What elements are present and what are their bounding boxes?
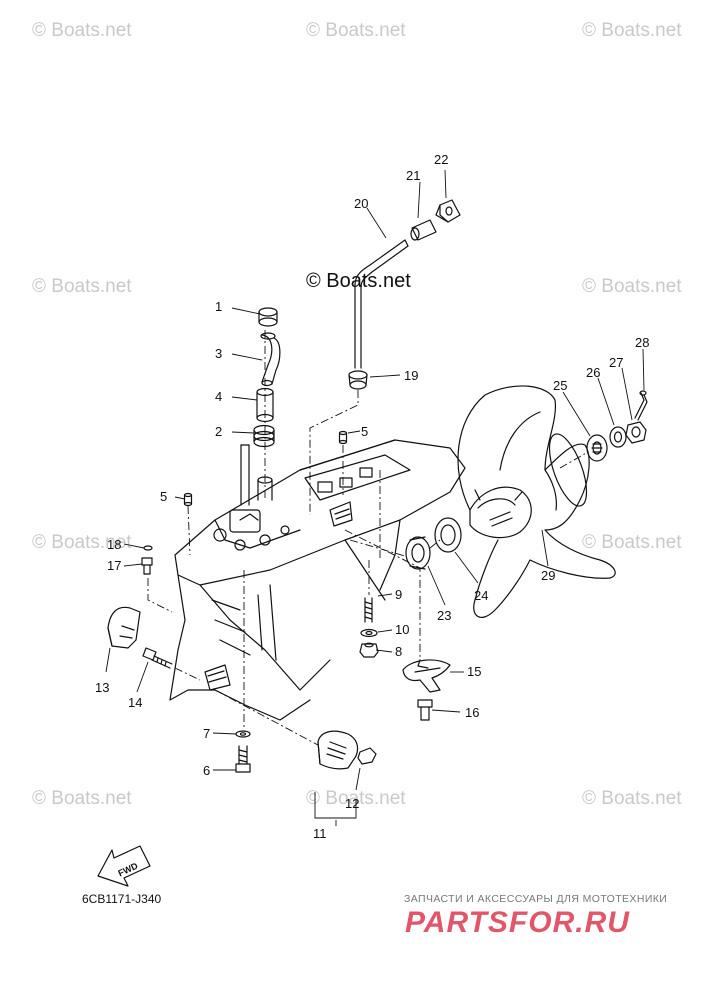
promo-tagline: ЗАПЧАСТИ И АКСЕССУАРЫ ДЛЯ МОТОТЕХНИКИ (404, 893, 668, 905)
part-27-nut (625, 421, 647, 444)
fwd-arrow-icon (97, 845, 151, 887)
watermark: © Boats.net (32, 532, 132, 553)
part-23-thrust-washer (405, 536, 431, 570)
part-18-gasket (143, 545, 153, 551)
part-label: 23 (437, 608, 451, 623)
part-14-bolt (142, 647, 173, 669)
part-12-nut (357, 747, 377, 765)
part-label: 5 (160, 489, 167, 504)
part-2-seal (253, 424, 275, 448)
part-label: 4 (215, 389, 222, 404)
watermark: © Boats.net (582, 788, 682, 809)
part-label: 22 (434, 152, 448, 167)
part-number-labels: 1 3 4 2 20 21 22 19 5 5 18 17 13 14 9 10… (95, 152, 649, 878)
part-label: 26 (586, 365, 600, 380)
lower-unit-housing (169, 439, 466, 721)
part-label: 12 (345, 796, 359, 811)
part-label: 17 (107, 558, 121, 573)
part-label: 27 (609, 355, 623, 370)
part-11-cover (317, 730, 359, 770)
part-label: 24 (474, 588, 488, 603)
assembly-lines (147, 330, 589, 746)
watermark: © Boats.net (582, 276, 682, 297)
part-13-trim-tab (107, 606, 141, 649)
part-label: 11 (313, 826, 327, 841)
part-label: 29 (541, 568, 555, 583)
watermark: © Boats.net (582, 20, 682, 41)
part-15-anode (402, 659, 451, 693)
part-label: 7 (203, 726, 210, 741)
part-label: 28 (635, 335, 649, 350)
part-10-washer (360, 628, 378, 638)
part-1-grommet (258, 307, 278, 327)
part-19-grommet (348, 370, 368, 390)
part-28-cotter-pin (634, 390, 648, 421)
watermark: © Boats.net (306, 20, 406, 41)
part-5-dowel-pin (183, 492, 193, 507)
part-label: 1 (215, 299, 222, 314)
part-label: 10 (395, 622, 409, 637)
part-label: 5 (361, 424, 368, 439)
part-label: 9 (395, 587, 402, 602)
part-label: 14 (128, 695, 142, 710)
part-label: 18 (107, 537, 121, 552)
part-label: 16 (465, 705, 479, 720)
watermark: © Boats.net (32, 20, 132, 41)
part-label: 13 (95, 680, 109, 695)
part-label: 8 (395, 644, 402, 659)
part-label: 20 (354, 196, 368, 211)
part-5-dowel-pin (338, 430, 348, 445)
watermark: © Boats.net (582, 532, 682, 553)
part-6-bolt (235, 745, 251, 773)
part-8-nut (359, 642, 379, 658)
part-label: 2 (215, 424, 222, 439)
diagram-code: 6CB1171-J340 (82, 892, 162, 906)
part-label: 15 (467, 664, 481, 679)
part-9-stud (364, 597, 373, 623)
center-watermark: © Boats.net (306, 270, 411, 292)
part-3-hose (260, 332, 281, 387)
part-16-bolt (417, 699, 433, 721)
part-22-grommet (435, 199, 461, 223)
part-17-screw (141, 557, 153, 575)
part-7-washer (235, 730, 251, 738)
part-label: 21 (406, 168, 420, 183)
watermark: © Boats.net (32, 276, 132, 297)
part-20-water-tube (354, 239, 409, 369)
part-25-washer (586, 434, 608, 462)
promo-logo[interactable]: PARTSFOR.RU (405, 906, 630, 939)
part-label: 3 (215, 346, 222, 361)
watermark: © Boats.net (32, 788, 132, 809)
part-label: 6 (203, 763, 210, 778)
part-label: 25 (553, 378, 567, 393)
part-21-grommet (410, 219, 437, 241)
propeller (457, 385, 616, 618)
part-26-washer (609, 426, 627, 448)
leader-lines (105, 169, 645, 826)
part-24-spacer (434, 517, 462, 553)
watermark: © Boats.net (306, 788, 406, 809)
part-label: 19 (404, 368, 418, 383)
